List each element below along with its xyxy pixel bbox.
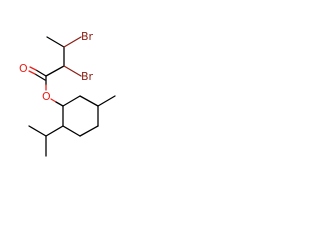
bond-ring-isopropyl [45,125,64,137]
bromine-lower-label: Br [81,70,94,83]
bromine-upper-label: Br [81,30,94,43]
bond-ring-methyl [97,95,116,107]
bond-oester-ring [55,101,64,107]
bond-c4-c3 [46,36,65,48]
bond-oester-ring-o [50,98,57,103]
ring-bond-5 [62,125,81,137]
molecule-structure-diagram: O O Br Br [19,30,116,157]
bond-c1-o-double-b [34,73,46,81]
oxygen-ester-label: O [42,90,51,103]
ring-bond-2 [79,95,99,107]
bond-c1-o-double-b-o [28,70,36,75]
bond-c2-c1 [45,65,65,77]
bond-isopropyl-methyl-a [28,125,47,137]
ring-bond-1 [62,95,81,107]
oxygen-carbonyl-label: O [19,62,28,75]
ring-bond-4 [79,125,99,137]
bond-c2-br [63,65,82,77]
bond-c1-o-double-a [35,69,47,77]
bond-c3-br [63,36,82,48]
bond-c1-o-double-a-o [29,66,37,71]
